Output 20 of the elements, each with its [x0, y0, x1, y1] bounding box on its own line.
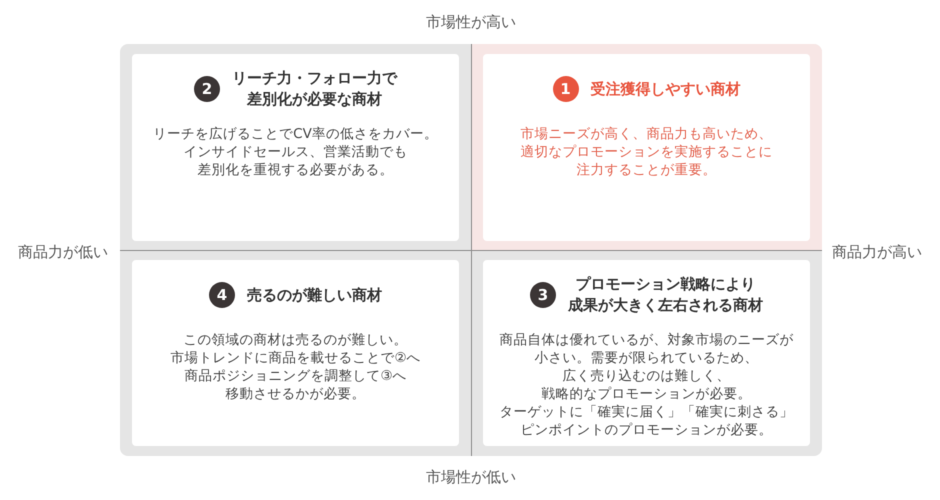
quadrant-card [483, 54, 810, 241]
quadrant-title: リーチ力・フォロー力で差別化が必要な商材 [232, 68, 397, 110]
quadrant-description: 市場ニーズが高く、商品力も高いため、適切なプロモーションを実施することに注力することが重要。 [520, 125, 772, 179]
number-badge: 3 [530, 282, 556, 308]
axis-label: 商品力が低い [18, 242, 108, 262]
axis-label: 市場性が低い [426, 467, 516, 487]
quadrant-title: 売るのが難しい商材 [247, 284, 382, 306]
quadrant-card [483, 260, 810, 446]
quadrant-card [132, 260, 459, 446]
quadrant-description: 商品自体は優れているが、対象市場のニーズが小さい。需要が限られているため、広く売り込むのは難しく、戦略的なプロモーションが必要。ターゲットに「確実に届く」「確実に刺さる」ピンポイントのプロモーションが必要。 [500, 331, 794, 439]
quadrant-title: プロモーション戦略により成果が大きく左右される商材 [568, 274, 763, 316]
quadrant-description: この領域の商材は売るのが難しい。市場トレンドに商品を載せることで②へ商品ポジショニングを調整して③へ移動させるかが必要。 [170, 331, 421, 403]
quadrant-card [132, 54, 459, 241]
quadrant-title: 受注獲得しやすい商材 [590, 78, 740, 100]
quadrant-description: リーチを広げることでCV率の低さをカバー。インサイドセールス、営業活動でも差別化を重視する必要がある。 [153, 125, 438, 179]
number-badge: 1 [552, 76, 578, 102]
number-badge: 4 [209, 282, 235, 308]
axis-label: 市場性が高い [426, 12, 516, 32]
axis-label: 商品力が高い [832, 242, 922, 262]
number-badge: 2 [194, 76, 220, 102]
